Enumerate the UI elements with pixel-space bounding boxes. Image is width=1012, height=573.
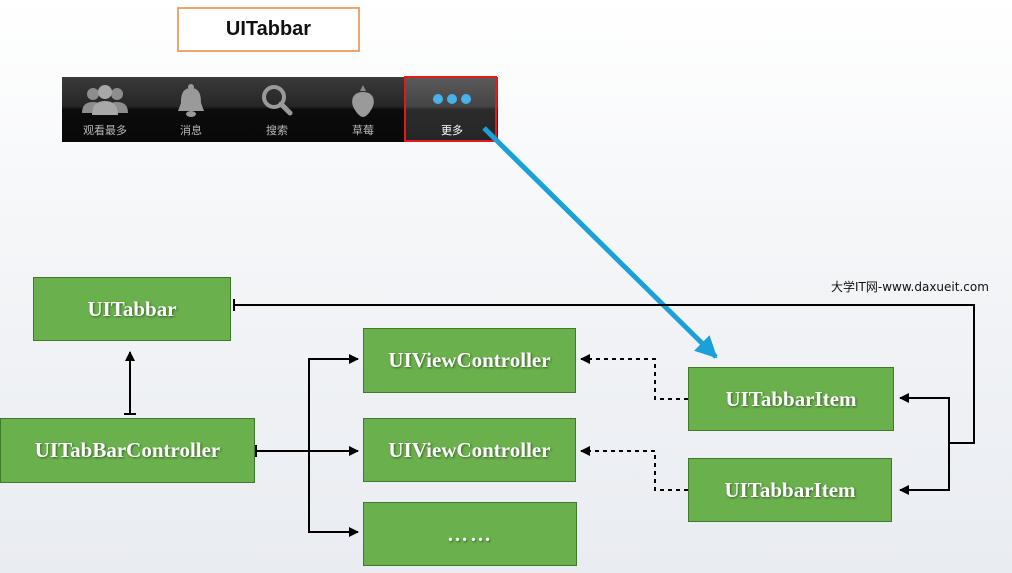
to-item2-arrow — [899, 443, 950, 495]
tab-messages[interactable]: 消息 — [148, 77, 234, 142]
controller-to-vc1-arrow — [308, 354, 359, 451]
tab-strawberry[interactable]: 草莓 — [320, 77, 406, 142]
tab-label: 更多 — [441, 124, 463, 137]
tabbar-to-items-line — [234, 304, 975, 444]
bell-icon — [178, 84, 204, 117]
strawberry-icon — [352, 85, 374, 117]
item2-to-vc2-arrow — [580, 446, 688, 491]
node-uitabbaritem-2: UITabbarItem — [688, 458, 892, 522]
item1-to-vc1-arrow — [580, 354, 688, 400]
node-uiviewcontroller-1: UIViewController — [363, 328, 576, 393]
people-icon — [82, 85, 128, 115]
node-uiviewcontroller-2: UIViewController — [363, 418, 576, 482]
more-dots-icon — [433, 94, 471, 104]
tab-most-viewed[interactable]: 观看最多 — [62, 77, 148, 142]
watermark: 大学IT网-www.daxueit.com — [831, 280, 989, 294]
pointer-arrow — [482, 126, 718, 359]
to-item1-arrow — [899, 393, 950, 443]
slide-title: UITabbar — [177, 7, 360, 52]
node-uitabbarcontroller: UITabBarController — [0, 418, 255, 483]
magnifier-icon — [262, 85, 293, 116]
node-ellipsis: …… — [363, 502, 577, 566]
node-uitabbaritem-1: UITabbarItem — [688, 367, 894, 431]
tab-label: 观看最多 — [83, 124, 127, 137]
tab-label: 消息 — [180, 124, 202, 137]
tab-label: 搜索 — [266, 124, 288, 137]
selected-tab-highlight — [404, 76, 497, 142]
tab-bar-screenshot: 观看最多 消息 搜索 草莓 更多 — [62, 77, 498, 142]
tab-search[interactable]: 搜索 — [234, 77, 320, 142]
tab-more[interactable]: 更多 — [406, 77, 498, 142]
tab-label: 草莓 — [352, 124, 374, 137]
controller-to-ellipsis-arrow — [308, 451, 359, 537]
node-uitabbar: UITabbar — [33, 277, 231, 341]
